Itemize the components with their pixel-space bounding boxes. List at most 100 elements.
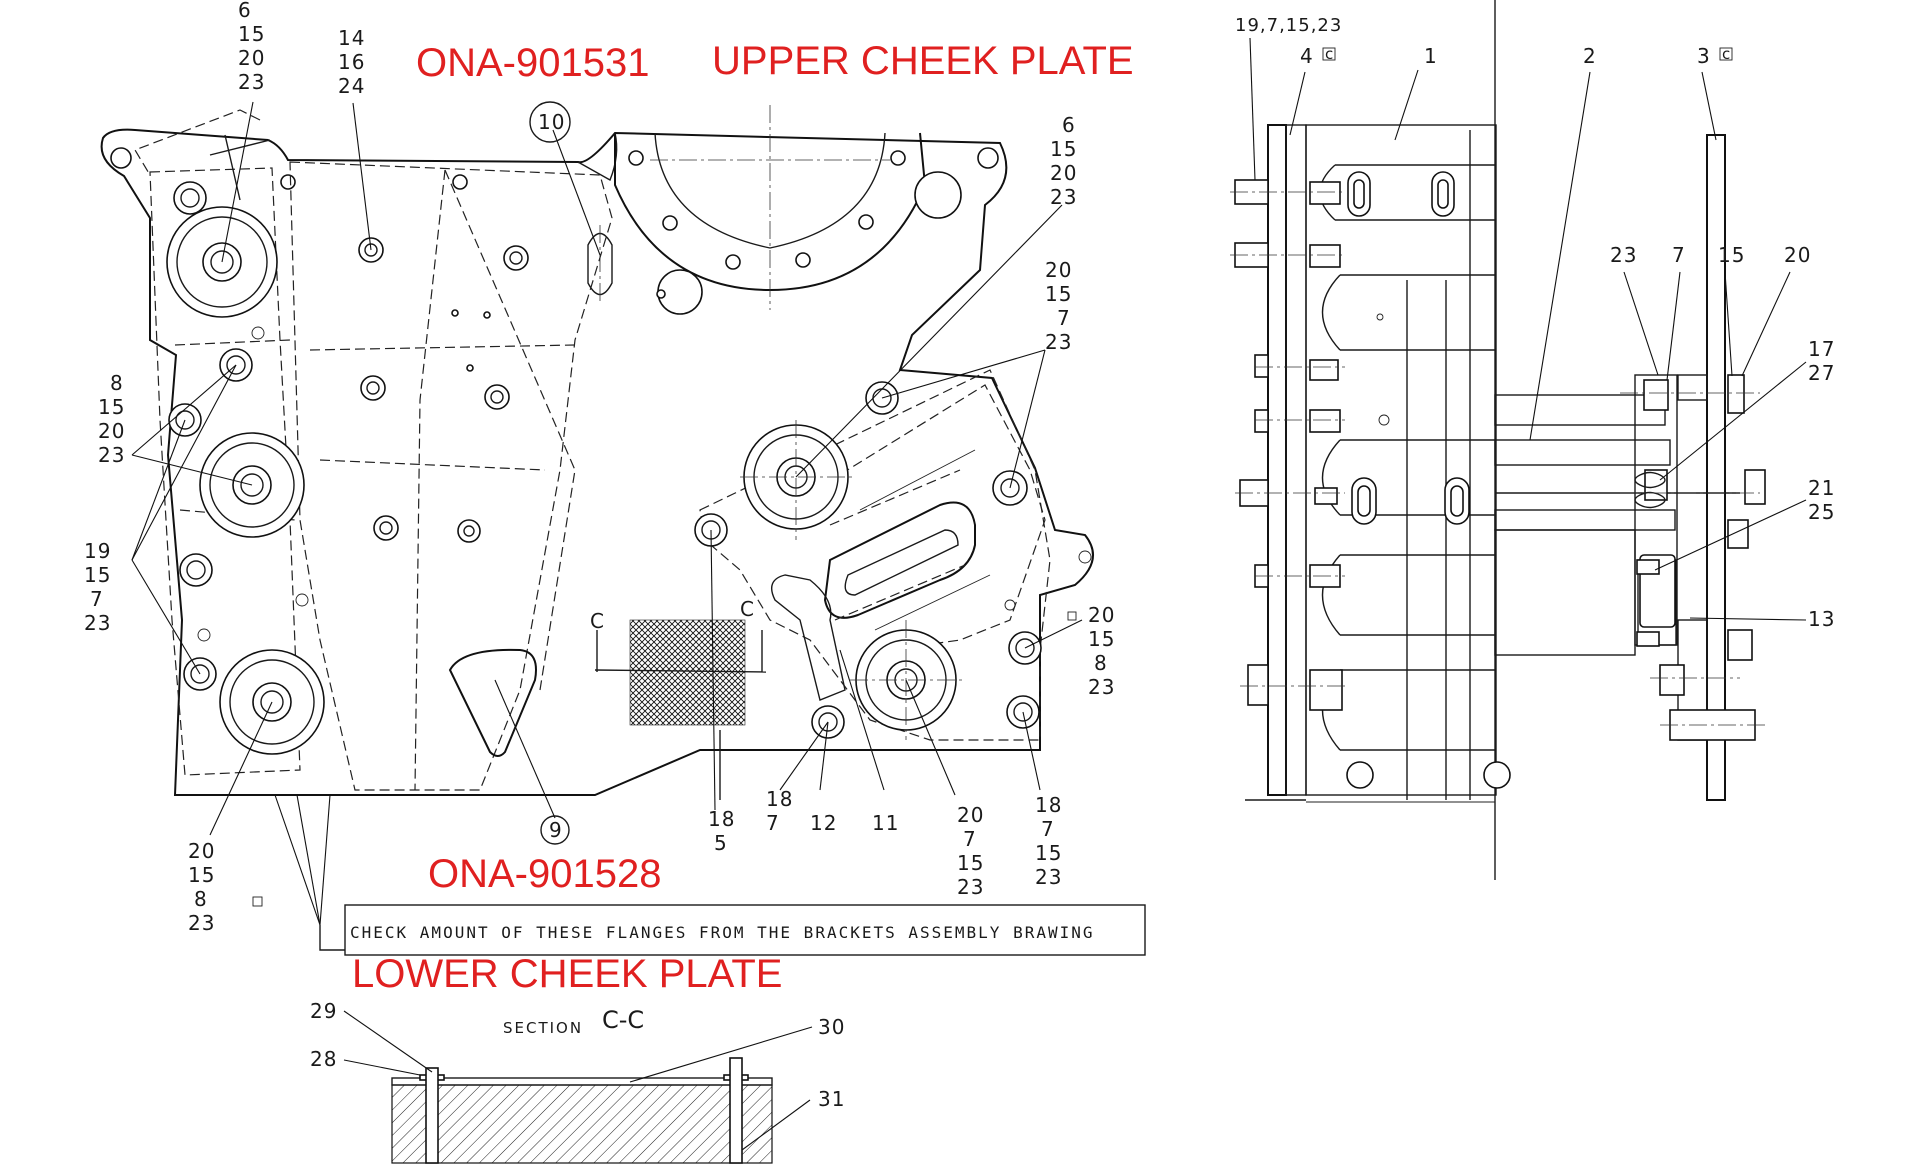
side-view-callouts: 19,7,15,23 4 c 1 2 3 c 23 7 15 20 17 27 …: [1235, 15, 1835, 631]
svg-text:15: 15: [1050, 137, 1077, 161]
bracket-hidden-outline: [699, 369, 1051, 741]
callout-stack-top-right: 6 15 20 23: [1050, 113, 1077, 209]
nuts-middle: [358, 237, 666, 543]
oval-slot: [587, 232, 613, 296]
svg-text:15: 15: [1718, 243, 1745, 267]
lower-plate-part-number: ONA-901528: [428, 852, 661, 896]
svg-text:5: 5: [714, 831, 728, 855]
callout-stack-left-2: 19 15 7 23: [84, 539, 111, 635]
front-view: C C: [100, 105, 1094, 800]
mesh-area: [629, 619, 746, 726]
svg-text:c: c: [1722, 45, 1732, 63]
svg-text:23: 23: [98, 443, 125, 467]
callout-31: 31: [818, 1087, 845, 1111]
nuts-left-column: [168, 181, 309, 691]
svg-text:8: 8: [194, 887, 208, 911]
svg-text:20: 20: [1050, 161, 1077, 185]
svg-text:16: 16: [338, 50, 365, 74]
callout-9: 9: [549, 818, 563, 842]
svg-text:15: 15: [1045, 282, 1072, 306]
callout-25: 25: [1808, 500, 1835, 524]
svg-text:23: 23: [1088, 675, 1115, 699]
callout-29: 29: [310, 999, 337, 1023]
note-text: CHECK AMOUNT OF THESE FLANGES FROM THE B…: [350, 923, 1095, 942]
svg-text:7: 7: [1672, 243, 1686, 267]
svg-text:6: 6: [238, 0, 252, 22]
section-cut-label-right: C: [740, 597, 755, 621]
svg-text:23: 23: [188, 911, 215, 935]
svg-text:20: 20: [957, 803, 984, 827]
callout-stack-left-1: 8 15 20 23: [98, 371, 125, 467]
svg-text:24: 24: [338, 74, 365, 98]
svg-text:20: 20: [98, 419, 125, 443]
callout-21: 21: [1808, 476, 1835, 500]
callout-1: 1: [1424, 44, 1438, 68]
svg-text:15: 15: [1088, 627, 1115, 651]
svg-text:15: 15: [238, 22, 265, 46]
title-block: ONA-901531 UPPER CHEEK PLATE ONA-901528 …: [352, 39, 1134, 996]
lower-cheek-plate-hidden-outline: [289, 161, 613, 791]
callout-stack-top-left: 6 15 20 23: [238, 0, 265, 94]
callout-3: 3: [1697, 44, 1711, 68]
section-body: [391, 1084, 773, 1164]
callout-side-top: 19,7,15,23: [1235, 15, 1342, 36]
svg-text:7: 7: [963, 827, 977, 851]
section-prefix: SECTION: [503, 1019, 583, 1037]
svg-text:8: 8: [110, 371, 124, 395]
circled-callouts: 10 9: [529, 101, 571, 845]
svg-text:11: 11: [872, 811, 899, 835]
svg-text:23: 23: [957, 875, 984, 899]
callout-stack-top-2: 14 16 24: [338, 26, 365, 98]
leaders: [131, 101, 1083, 926]
callout-30: 30: [818, 1015, 845, 1039]
callout-10: 10: [538, 110, 565, 134]
svg-text:23: 23: [1035, 865, 1062, 889]
svg-text:7: 7: [1041, 817, 1055, 841]
callout-17: 17: [1808, 337, 1835, 361]
svg-text:15: 15: [1035, 841, 1062, 865]
callout-stack-bottom-left: 20 15 8 23: [188, 839, 215, 935]
plate-4: [1267, 124, 1287, 796]
triangular-cutout: [448, 648, 537, 757]
svg-text:18: 18: [1035, 793, 1062, 817]
bolt-holes-upper-ring: [110, 147, 999, 315]
svg-text:c: c: [1325, 45, 1335, 63]
upper-plate-part-number: ONA-901531: [416, 41, 649, 85]
callout-27: 27: [1808, 361, 1835, 385]
svg-text:18: 18: [708, 807, 735, 831]
callout-stack-right-3: 20 15 8 23: [1067, 603, 1115, 699]
svg-text:19: 19: [84, 539, 111, 563]
svg-text:23: 23: [1050, 185, 1077, 209]
note-box: CHECK AMOUNT OF THESE FLANGES FROM THE B…: [252, 896, 1146, 956]
svg-text:7: 7: [766, 811, 780, 835]
svg-text:23: 23: [1045, 330, 1072, 354]
svg-text:23: 23: [238, 70, 265, 94]
svg-text:23: 23: [1610, 243, 1637, 267]
svg-text:8: 8: [1094, 651, 1108, 675]
callout-stack-bottom-row: 18 5 18 7 12 11 20 7 15 23 18 7 15 23: [708, 787, 1062, 899]
svg-text:23: 23: [84, 611, 111, 635]
lower-plate-name: LOWER CHEEK PLATE: [352, 952, 782, 996]
side-view: [1230, 0, 1766, 880]
svg-text:15: 15: [84, 563, 111, 587]
callout-stack-right-2: 20 15 7 23: [1045, 258, 1072, 354]
svg-text:7: 7: [90, 587, 104, 611]
svg-text:20: 20: [1088, 603, 1115, 627]
svg-text:20: 20: [1045, 258, 1072, 282]
svg-text:12: 12: [810, 811, 837, 835]
svg-text:20: 20: [188, 839, 215, 863]
callout-4: 4: [1300, 44, 1314, 68]
number-callouts: 6 15 20 23 14 16 24 6 15 20 23 20 15 7 2…: [84, 0, 1115, 935]
svg-text:18: 18: [766, 787, 793, 811]
cheek-plate-outline: [100, 128, 1094, 796]
oval-holes: [1347, 171, 1470, 525]
svg-text:14: 14: [338, 26, 365, 50]
section-c-c: SECTION C-C 29 28 30 31: [310, 999, 845, 1164]
svg-text:6: 6: [1062, 113, 1076, 137]
side-centerlines: [1230, 191, 1345, 687]
adjusting-slot: [823, 501, 976, 619]
section-cut-label-left: C: [590, 609, 605, 633]
svg-text:7: 7: [1057, 306, 1071, 330]
callout-2: 2: [1583, 44, 1597, 68]
svg-text:15: 15: [957, 851, 984, 875]
